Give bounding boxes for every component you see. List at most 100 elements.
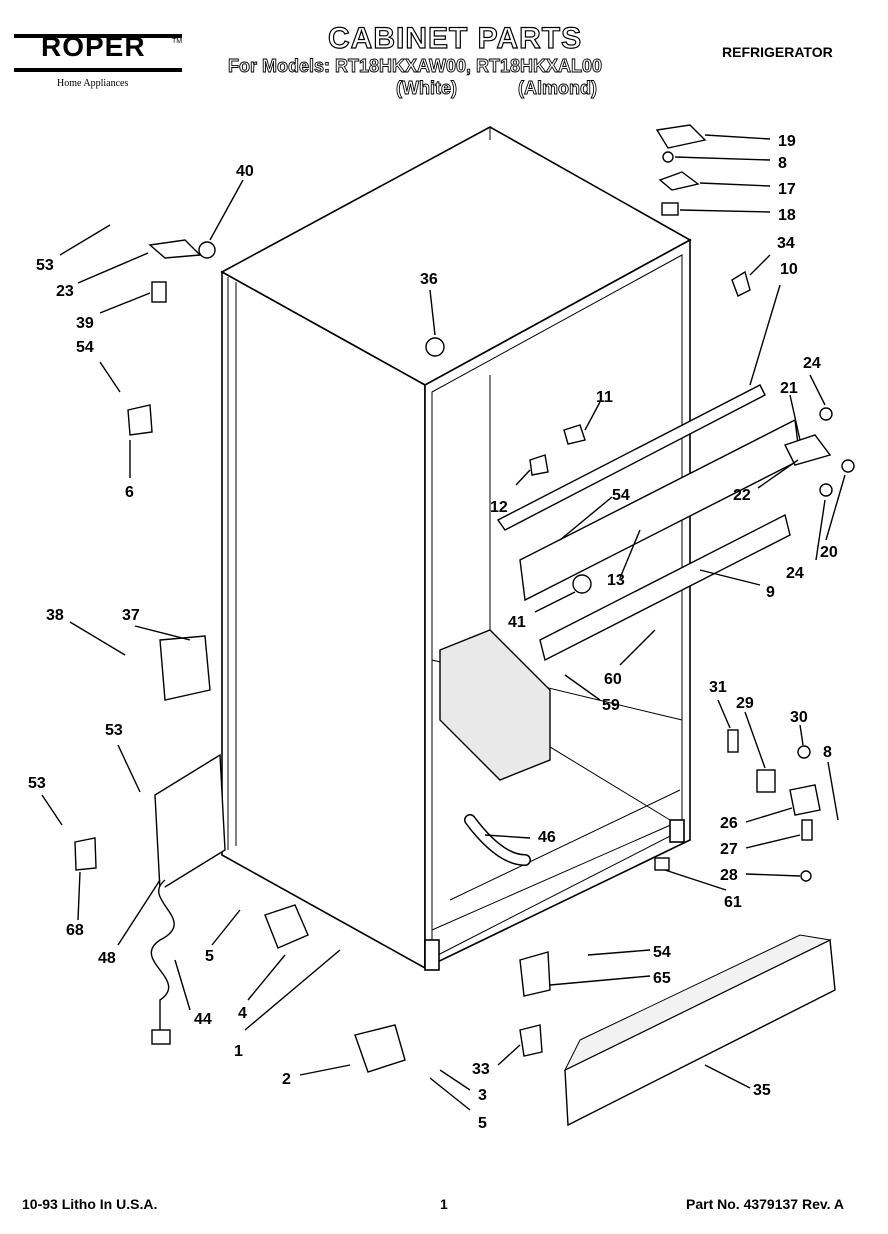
washer-30 — [797, 745, 811, 759]
callout-6: 6 — [125, 484, 134, 501]
callout-39: 39 — [76, 315, 94, 332]
callout-3: 3 — [478, 1087, 487, 1104]
wire-harness-37 — [159, 635, 211, 701]
appliance-category: REFRIGERATOR — [722, 44, 833, 60]
hinge-plug-34 — [731, 270, 751, 297]
washer-40 — [198, 241, 216, 259]
roper-logo — [14, 34, 182, 72]
callout-40: 40 — [236, 163, 254, 180]
callout-60: 60 — [604, 671, 622, 688]
callout-33: 33 — [472, 1061, 490, 1078]
washer-24-top — [819, 407, 833, 421]
plug-44 — [151, 1029, 171, 1045]
plate-61 — [654, 857, 670, 871]
page-title: CABINET PARTS — [327, 21, 583, 55]
hinge-26 — [789, 784, 821, 816]
variant-almond: (Almond) — [518, 78, 598, 99]
page-number: 1 — [440, 1196, 448, 1212]
callout-44: 44 — [194, 1011, 212, 1028]
bracket-6 — [127, 404, 153, 436]
callout-20: 20 — [820, 544, 838, 561]
callout-5: 5 — [205, 948, 214, 965]
callout-13: 13 — [607, 572, 625, 589]
brand-tagline: Home Appliances — [57, 78, 129, 89]
roller-2 — [354, 1024, 406, 1073]
callout-54b: 54 — [612, 487, 630, 504]
callout-53: 53 — [36, 257, 54, 274]
roller-4 — [264, 904, 309, 949]
bracket-68 — [74, 837, 97, 871]
plug-button-36 — [425, 337, 445, 357]
callout-9: 9 — [766, 584, 775, 601]
callout-2: 2 — [282, 1071, 291, 1088]
bracket-65 — [519, 951, 551, 997]
litho-note: 10-93 Litho In U.S.A. — [22, 1196, 158, 1212]
hinge-23 — [148, 239, 202, 259]
callout-36: 36 — [420, 271, 438, 288]
callout-38: 38 — [46, 607, 64, 624]
callout-24b: 24 — [786, 565, 804, 582]
callout-23: 23 — [56, 283, 74, 300]
callout-12: 12 — [490, 499, 508, 516]
callout-54: 54 — [76, 339, 94, 356]
power-cord-44 — [150, 879, 175, 1030]
shelf-rail-upper — [496, 384, 766, 531]
callout-41: 41 — [508, 614, 526, 631]
callout-21: 21 — [780, 380, 798, 397]
button-41 — [572, 574, 592, 594]
hinge-cover-19 — [655, 124, 707, 149]
connector-12 — [529, 454, 549, 476]
callout-54c: 54 — [653, 944, 671, 961]
screw-20 — [841, 459, 855, 473]
screw-28 — [800, 870, 812, 882]
callout-10: 10 — [780, 261, 798, 278]
callout-4: 4 — [238, 1005, 247, 1022]
callout-59: 59 — [602, 697, 620, 714]
part-number: Part No. 4379137 Rev. A — [686, 1196, 844, 1212]
callout-37: 37 — [122, 607, 140, 624]
model-numbers: For Models: RT18HKXAW00, RT18HKXAL00 — [228, 56, 603, 77]
hinge-spacer-18 — [661, 202, 679, 216]
callout-17: 17 — [778, 181, 796, 198]
callout-1: 1 — [234, 1043, 243, 1060]
top-hinge-17 — [658, 171, 700, 191]
callout-11: 11 — [596, 389, 613, 406]
callout-labels: 19 8 17 18 34 10 40 53 23 39 36 54 6 11 … — [28, 133, 838, 1132]
callout-8b: 8 — [823, 744, 832, 761]
callout-46: 46 — [538, 829, 556, 846]
bushing-39 — [151, 281, 167, 303]
callout-53c: 53 — [28, 775, 46, 792]
brand-name: ROPER — [41, 31, 146, 62]
callout-22: 22 — [733, 487, 751, 504]
evaporator-cover — [439, 629, 551, 781]
callout-24: 24 — [803, 355, 821, 372]
washer-24-bottom — [819, 483, 833, 497]
brand-trademark: TM — [172, 38, 183, 45]
callout-61: 61 — [724, 894, 742, 911]
callout-31: 31 — [709, 679, 727, 696]
callout-28: 28 — [720, 867, 738, 884]
callout-68: 68 — [66, 922, 84, 939]
variant-white: (White) — [396, 78, 458, 99]
crossbar-9 — [539, 513, 791, 662]
cabinet-shell — [220, 126, 692, 971]
callout-48: 48 — [98, 950, 116, 967]
callout-5b: 5 — [478, 1115, 487, 1132]
leader-lines — [41, 134, 846, 1111]
callout-8: 8 — [778, 155, 787, 172]
callout-30: 30 — [790, 709, 808, 726]
spacer-31 — [727, 729, 739, 753]
hinge-bracket-21-22 — [784, 434, 832, 466]
callout-27: 27 — [720, 841, 738, 858]
callout-65: 65 — [653, 970, 671, 987]
compressor-cover-48 — [154, 753, 226, 892]
callout-19: 19 — [778, 133, 796, 150]
callout-35: 35 — [753, 1082, 771, 1099]
callout-53b: 53 — [105, 722, 123, 739]
cover-11 — [563, 424, 586, 445]
callout-18: 18 — [778, 207, 796, 224]
clip-33 — [519, 1024, 543, 1057]
shim-29 — [756, 769, 776, 793]
callout-29: 29 — [736, 695, 754, 712]
